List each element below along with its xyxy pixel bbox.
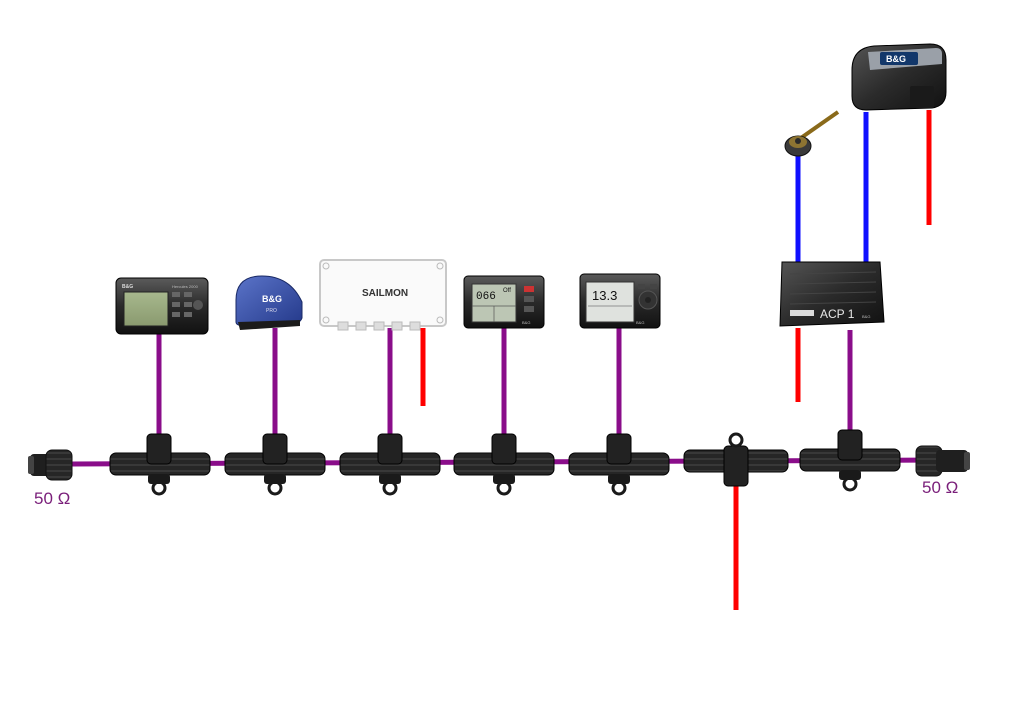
instrument1-value: 066 — [476, 291, 496, 303]
terminator-left-label: 50 Ω — [34, 489, 71, 508]
instrument-display-2: 13.3 B&G — [579, 273, 661, 329]
computer-name: ACP 1 — [820, 307, 855, 321]
autopilot-computer: ACP 1 B&G — [779, 261, 885, 327]
t-connector-icon — [224, 433, 326, 496]
antenna-brand: B&G — [262, 294, 282, 304]
power-t-connector-icon — [683, 432, 789, 487]
display-unit: B&G Hercules 2000 — [115, 277, 209, 335]
drive-pump: B&G — [851, 43, 947, 111]
instrument1-brand: B&G — [522, 320, 530, 325]
t-connector-icon — [453, 433, 555, 496]
t-connector-icon — [109, 433, 211, 496]
power-cables — [420, 110, 932, 610]
sensor-cables — [795, 112, 869, 265]
t-connector-icon — [339, 433, 441, 496]
instrument2-brand: B&G — [636, 320, 644, 325]
antenna-unit: B&G PRO — [235, 275, 303, 330]
t-connectors — [109, 429, 901, 496]
display-model: Hercules 2000 — [172, 284, 199, 289]
rudder-sensor-icon — [784, 110, 840, 157]
t-connector-icon — [799, 429, 901, 492]
instrument-display-1: 066 Off B&G — [463, 275, 545, 329]
computer-brand: B&G — [862, 314, 870, 319]
instrument1-unit: Off — [503, 288, 511, 294]
pump-brand: B&G — [886, 54, 906, 64]
terminator-right-label: 50 Ω — [922, 478, 959, 497]
sailmon-box: SAILMON — [319, 259, 447, 331]
t-connector-icon — [568, 433, 670, 496]
drop-cables — [156, 328, 853, 438]
instrument2-value: 13.3 — [592, 288, 617, 303]
sailmon-brand: SAILMON — [362, 288, 408, 299]
terminator-left-icon — [28, 449, 73, 481]
display-brand: B&G — [122, 284, 133, 290]
terminator-right-icon — [915, 445, 970, 477]
antenna-model: PRO — [266, 308, 277, 314]
